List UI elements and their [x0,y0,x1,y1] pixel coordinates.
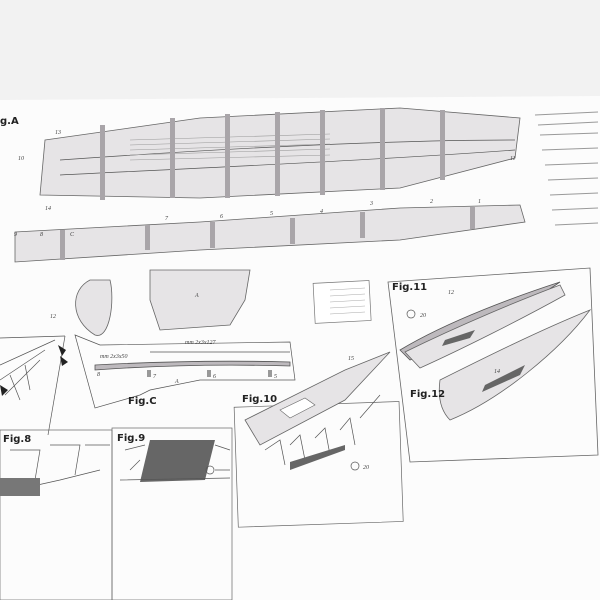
instruction-text-column [534,111,599,226]
bulkhead-a [149,269,251,331]
figure-a-label: g.A [0,116,19,127]
fig-12-label: Fig.12 [410,389,445,400]
part-number-label: 5 [274,374,277,380]
background [0,0,600,102]
keel-dimension-long: mm 2x3x127 [185,340,216,346]
time-badge-fig10: 20 [363,465,369,471]
rudder-part [75,279,113,336]
part-number-label: 4 [320,208,323,215]
part-number-label: 10 [18,156,24,162]
hull-part-numbers: 13 10 14 9 8 C 7 6 5 4 3 2 1 11 [14,130,516,238]
fig-c-keel: mm 2x3x127 mm 2x3x50 8 7 6 5 A Fig.C [74,334,296,409]
fig-10-label: Fig.10 [242,394,277,405]
part-number-label: 14 [494,368,500,375]
fig-11-12: 20 Fig.11 Fig.12 12 14 [387,267,599,463]
time-badge-fig11: 20 [420,313,426,319]
fig-10: Fig.10 15 20 [233,351,404,528]
part-number-label: 8 [97,372,100,378]
bulkhead-a-label: A [194,293,199,299]
parts-list-card [312,280,372,324]
part-number-label: C [70,232,75,238]
part-number-label: 5 [270,211,273,217]
part-number-label: 13 [55,130,61,136]
fig-8: Fig.8 [0,429,113,600]
keel-dimension-short: mm 2x3x50 [100,354,128,360]
part-number-label: 11 [510,156,516,162]
deck-part-number: 15 [348,356,354,362]
part-number-label: 1 [478,199,481,205]
frames-sketch-left [0,335,68,436]
hull-planking-top [14,107,526,263]
fig-9-label: Fig.9 [117,433,145,444]
rudder-part-number: 12 [50,314,56,320]
part-number-label: A [174,379,179,385]
fig-11-label: Fig.11 [392,282,427,293]
part-number-label: 9 [14,232,17,238]
part-number-label: 8 [40,232,43,238]
part-number-label: 12 [448,290,454,296]
part-number-label: 7 [153,374,157,380]
fig-c-label: Fig.C [128,396,157,407]
part-number-label: 2 [430,199,433,205]
fig-9: Fig.9 [111,427,233,600]
part-number-label: 6 [213,374,216,380]
fig-8-label: Fig.8 [3,434,31,445]
part-number-label: 6 [220,214,223,220]
part-number-label: 3 [369,201,373,207]
part-number-label: 14 [45,205,51,212]
part-number-label: 7 [165,216,169,222]
